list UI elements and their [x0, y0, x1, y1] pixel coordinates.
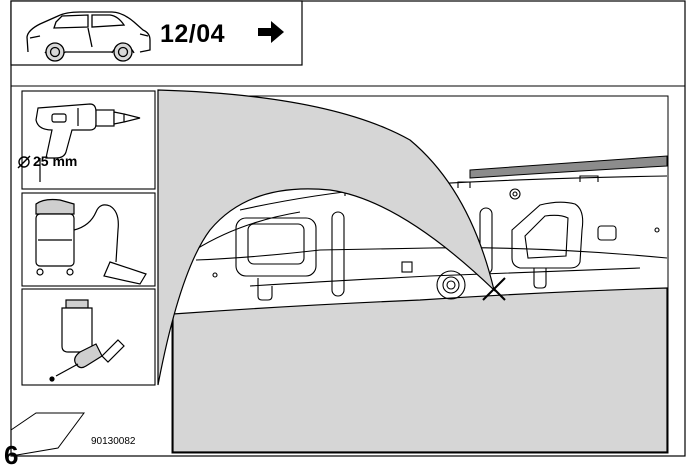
car-icon [26, 11, 151, 62]
step-number: 6 [4, 440, 19, 470]
seal-strip [469, 155, 668, 179]
paint-bottle-icon [49, 299, 125, 382]
lower-panel-fill [172, 287, 668, 453]
model-year-label: 12/04 [160, 20, 226, 48]
drill-icon [35, 103, 141, 182]
document-code: 90130082 [91, 436, 136, 447]
drill-diameter-label: 25 mm [33, 153, 78, 169]
tailgate-panel [194, 175, 668, 301]
diameter-icon [17, 155, 31, 169]
vacuum-cleaner-icon [35, 198, 147, 285]
step-corner-mark [10, 412, 85, 457]
magnifier-callout [157, 89, 496, 386]
right-arrow-icon [258, 21, 284, 43]
outer-border [10, 0, 686, 457]
